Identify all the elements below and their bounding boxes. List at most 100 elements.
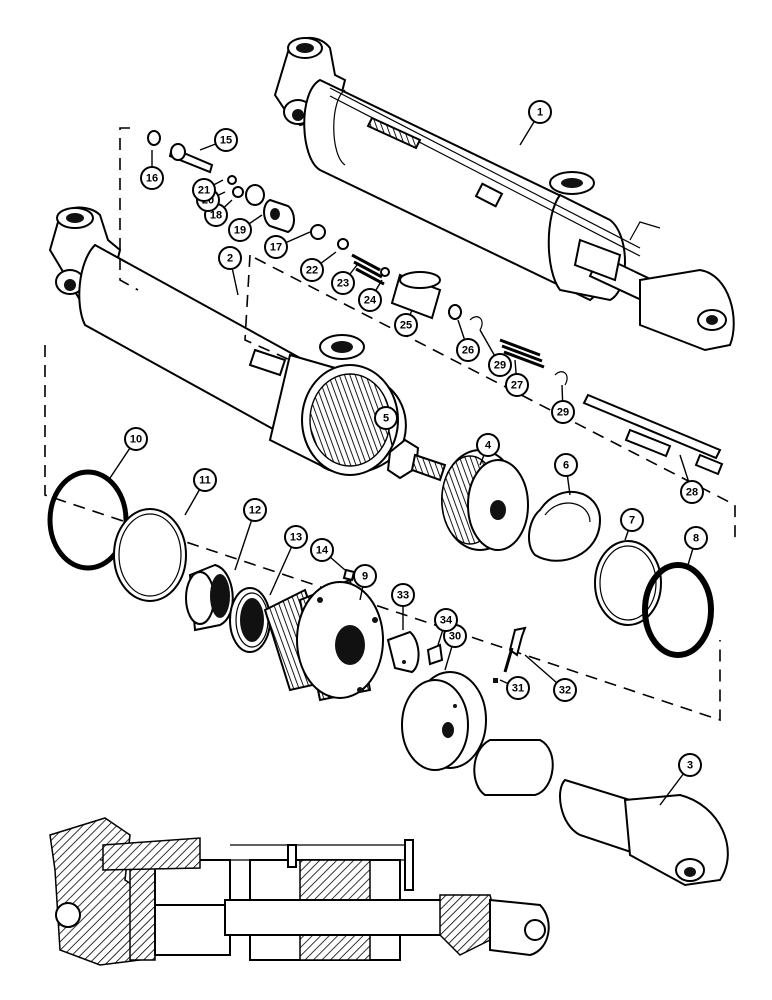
callout-circle — [193, 468, 217, 492]
group-bracket-upper-mid — [244, 254, 291, 361]
callout-c15: 15 — [199, 128, 238, 152]
group-bracket-upper-right — [254, 257, 736, 540]
plate-33-part — [386, 630, 420, 674]
callout-circle — [331, 271, 355, 295]
callout-circle — [192, 178, 216, 202]
callout-c3: 3 — [659, 753, 702, 806]
callout-number: 34 — [440, 615, 453, 627]
callout-number: 18 — [210, 210, 222, 222]
callout-number: 10 — [130, 434, 142, 446]
callout-circle — [554, 453, 578, 477]
callout-circle — [476, 433, 500, 457]
callout-c34: 34 — [434, 608, 458, 646]
callout-circle — [391, 583, 415, 607]
callout-number: 2 — [227, 253, 233, 265]
callout-circle — [456, 338, 480, 362]
callout-c8: 8 — [684, 526, 708, 566]
callout-number: 14 — [316, 545, 329, 557]
o-ring-8-part — [642, 562, 714, 658]
callout-c2: 2 — [218, 246, 242, 296]
callout-circle — [264, 235, 288, 259]
callout-circle — [553, 678, 577, 702]
seal-part — [229, 587, 271, 653]
split-ring-part — [528, 491, 602, 562]
callout-c21: 21 — [192, 178, 224, 202]
callout-number: 1 — [537, 107, 543, 119]
group-bracket-upper-left — [119, 127, 139, 291]
callout-number: 17 — [270, 242, 282, 254]
callout-c14: 14 — [310, 538, 346, 571]
callout-circle — [394, 313, 418, 337]
callout-number: 21 — [198, 185, 210, 197]
callout-c32: 32 — [524, 654, 577, 702]
callout-c29b: 29 — [551, 384, 575, 424]
callout-c17: 17 — [264, 231, 311, 259]
callout-circle — [488, 353, 512, 377]
callout-number: 32 — [559, 685, 571, 697]
callout-c13: 13 — [269, 525, 308, 596]
callout-number: 7 — [629, 515, 635, 527]
callout-c25: 25 — [394, 309, 418, 337]
callout-number: 29 — [494, 360, 506, 372]
callout-number: 15 — [220, 135, 232, 147]
callout-c31: 31 — [499, 676, 530, 700]
callout-circle — [353, 564, 377, 588]
barrel-part — [48, 206, 407, 476]
callout-c27: 27 — [505, 359, 529, 397]
callout-circle — [680, 480, 704, 504]
callout-circle — [374, 406, 398, 430]
callout-c19: 19 — [228, 214, 263, 242]
disc-30-part — [401, 671, 487, 771]
callout-number: 28 — [686, 487, 698, 499]
callout-c4: 4 — [476, 433, 500, 466]
callout-circle — [358, 288, 382, 312]
callout-circle — [300, 258, 324, 282]
callout-circle — [678, 753, 702, 777]
callout-circle — [284, 525, 308, 549]
callout-number: 3 — [687, 760, 693, 772]
callout-circle — [620, 508, 644, 532]
callout-number: 25 — [400, 320, 412, 332]
pin-32-part — [508, 626, 527, 657]
callout-circle — [506, 676, 530, 700]
callout-c29a: 29 — [479, 329, 512, 377]
callout-number: 13 — [290, 532, 302, 544]
callout-circle — [528, 100, 552, 124]
screw-34-part — [426, 643, 444, 666]
callout-number: 30 — [449, 631, 461, 643]
callout-number: 9 — [362, 571, 368, 583]
callout-c7: 7 — [620, 508, 644, 541]
cross-section-view — [49, 817, 550, 966]
callout-number: 12 — [249, 505, 261, 517]
piston-part — [441, 449, 529, 551]
callout-number: 27 — [511, 380, 523, 392]
callout-number: 8 — [693, 533, 699, 545]
assembled-cylinder — [273, 36, 735, 352]
callout-circle — [434, 608, 458, 632]
callout-c5: 5 — [374, 406, 398, 446]
callout-c1: 1 — [519, 100, 552, 146]
callout-number: 5 — [383, 413, 389, 425]
callout-c22: 22 — [300, 251, 337, 282]
ring-11-part — [113, 508, 187, 602]
callout-circle — [228, 218, 252, 242]
gland-part — [263, 578, 384, 702]
callout-number: 26 — [462, 345, 474, 357]
callout-number: 11 — [199, 475, 211, 487]
callout-c28: 28 — [679, 454, 704, 504]
callout-c11: 11 — [184, 468, 217, 516]
callout-circle — [505, 373, 529, 397]
callout-number: 6 — [563, 460, 569, 472]
callout-c16: 16 — [140, 150, 164, 190]
rod-clevis-part — [473, 739, 729, 887]
callout-number: 22 — [306, 265, 318, 277]
callout-c10: 10 — [109, 427, 148, 479]
callout-circle — [214, 128, 238, 152]
callout-c9: 9 — [353, 564, 377, 601]
callout-number: 4 — [485, 440, 492, 452]
screw-14-part — [342, 568, 356, 582]
bushing-part — [185, 563, 234, 632]
callout-circle — [551, 400, 575, 424]
